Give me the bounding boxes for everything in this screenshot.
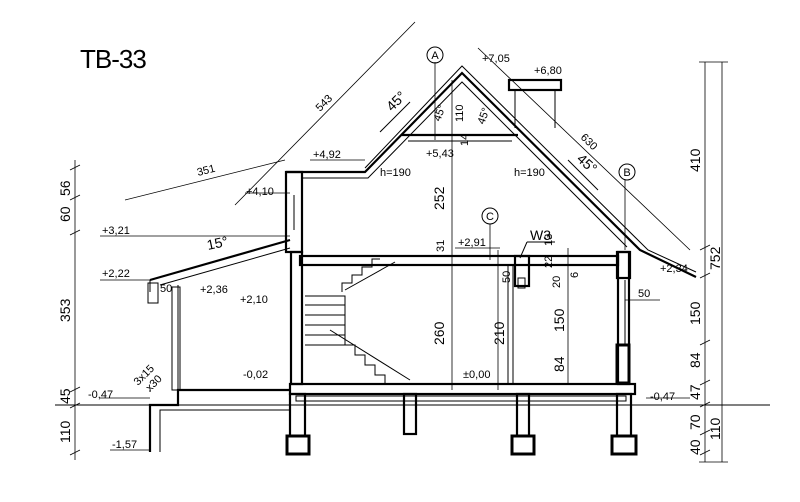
dimension-label: 70 (687, 414, 703, 430)
foundations (285, 392, 638, 456)
dimension-label: 20 (551, 276, 563, 288)
dimension-texts: 543 351 630 110 14 252 31 50 22 13 20 6 … (57, 93, 723, 455)
dimension-label: 6 (569, 272, 581, 278)
axis-label-c: C (486, 211, 494, 223)
angle-label: 15° (205, 233, 229, 253)
elevation-mark: +5,43 (426, 148, 454, 160)
dimension-label: 84 (551, 356, 567, 372)
walls (284, 170, 632, 386)
dimension-label: 45 (57, 388, 73, 404)
dimension-label: 50 (160, 283, 172, 295)
elevation-mark: +6,80 (534, 65, 562, 77)
angle-label: 45° (574, 150, 600, 176)
elevation-mark: +2,10 (240, 294, 268, 306)
dimension-label: 14 (459, 134, 471, 146)
elevation-mark: +4,92 (313, 149, 341, 161)
dimension-label: 410 (687, 148, 703, 172)
axis-label-b: B (623, 167, 630, 179)
dimension-label: 31 (435, 240, 447, 252)
dimension-label: 351 (196, 163, 217, 179)
elevation-mark: ±0,00 (463, 369, 490, 381)
dimension-label: 110 (57, 420, 73, 443)
porch (147, 282, 181, 391)
elevation-mark: -0,47 (650, 391, 675, 403)
dimension-label: 40 (687, 439, 703, 455)
dimension-label: 210 (491, 321, 507, 345)
stairs (305, 258, 411, 384)
elevation-mark: +2,91 (458, 237, 486, 249)
ceiling-slab (298, 254, 620, 289)
ground-line (55, 388, 770, 452)
elevation-mark: -0,02 (243, 369, 268, 381)
dimension-label: 13 (543, 234, 555, 246)
elevation-mark: +3,21 (102, 225, 130, 237)
axis-label-a: A (431, 50, 439, 62)
elevation-mark: +2,34 (660, 263, 688, 275)
elevation-mark: +2,36 (200, 284, 228, 296)
floor-slab (288, 382, 637, 402)
dimension-label: 84 (687, 352, 703, 368)
elevation-mark: +4,10 (246, 186, 274, 198)
dimension-label: 752 (707, 246, 723, 270)
window-tag: W3 (530, 227, 551, 243)
axis-markers: A B C (426, 46, 636, 225)
elevation-marks: +7,05 +6,80 +5,43 +4,92 +4,10 +3,21 +2,9… (88, 53, 688, 451)
height-label: h=190 (380, 167, 411, 179)
dimension-label: 252 (431, 186, 447, 210)
dimension-label: 110 (454, 104, 466, 122)
dimension-label: 150 (687, 301, 703, 325)
dimension-label: 260 (431, 321, 447, 345)
dimension-label: 47 (687, 384, 703, 400)
angle-label: 45° (432, 103, 449, 123)
drawing-title: TB-33 (80, 44, 146, 74)
elevation-mark: +2,22 (102, 268, 130, 280)
dimension-label: 353 (57, 298, 73, 322)
roof (149, 65, 697, 292)
angle-label: 45° (383, 88, 409, 114)
dimension-label: 60 (57, 206, 73, 222)
dimension-label: 22 (543, 256, 555, 268)
dimension-label: 110 (707, 417, 723, 440)
dimension-label: 50 (638, 288, 650, 300)
dimension-label: 50 (501, 271, 513, 283)
elevation-mark: -1,57 (112, 439, 137, 451)
dimension-label: 543 (314, 93, 335, 114)
elevation-mark: -0,47 (88, 389, 113, 401)
elevation-mark: +7,05 (482, 53, 510, 65)
dimension-label: 150 (551, 308, 567, 332)
dimension-label: 56 (57, 180, 73, 196)
dimension-lines (69, 21, 728, 463)
height-label: h=190 (514, 167, 545, 179)
angle-label: 45° (476, 106, 493, 126)
dimension-label: 630 (578, 132, 600, 153)
